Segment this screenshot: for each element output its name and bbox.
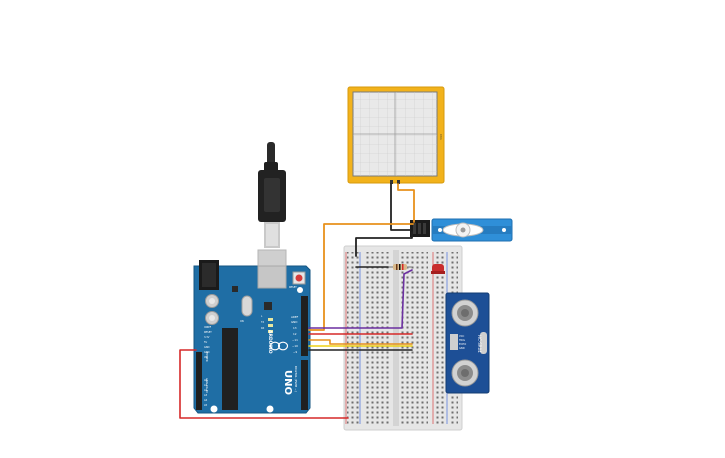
pin-label: 13: [293, 326, 297, 330]
analog-pin-label: A1: [204, 384, 208, 387]
reset-label: RESET: [289, 286, 297, 289]
sensor-pin-label: GND: [459, 346, 465, 350]
power-pin-label: Vin: [204, 356, 208, 359]
analog-pin-label: A3: [204, 394, 208, 397]
usb-port: [257, 265, 287, 289]
arduino-logo: [269, 341, 289, 351]
oscilloscope-label: Ch1: [439, 134, 443, 140]
wire-orange[interactable]: [308, 339, 413, 345]
resistor[interactable]: [388, 264, 412, 270]
arduino-uno-board[interactable]: UNO ARDUINO DIGITAL (PWM ~) POWER ANALOG…: [193, 260, 311, 414]
analog-pin-label: A4: [204, 399, 208, 402]
crystal: [241, 295, 253, 317]
power-pin-label: 5V: [204, 341, 208, 344]
digital-header-upper: [301, 296, 308, 356]
l-led-label: L: [261, 315, 263, 318]
gnd-pin-label: GND: [291, 320, 297, 324]
power-pin-label: 3.3V: [204, 336, 210, 339]
digital-header-lower: [301, 360, 308, 410]
pin-label: 12: [293, 332, 297, 336]
sensor-pin-label: ECHO: [459, 342, 466, 346]
power-pin-label: GND: [204, 351, 210, 354]
sensor-pin-header: [450, 334, 458, 350]
sensor-pin-label: VCC: [459, 334, 464, 338]
wire-black[interactable]: [355, 231, 413, 257]
power-analog-header: [196, 352, 202, 410]
power-pin-label: GND: [204, 346, 210, 349]
analog-pin-label: A5: [204, 404, 208, 407]
wires: [179, 183, 415, 419]
analog-label: ANALOG IN: [205, 378, 209, 392]
servo-motor[interactable]: [410, 218, 513, 242]
pin-label: ~9: [293, 350, 297, 354]
sensor-pin-label: TRIG: [459, 338, 465, 342]
wire-black[interactable]: [390, 183, 411, 231]
ultrasonic-sensor[interactable]: HC-SR04 VCC TRIG ECHO GND: [445, 292, 490, 394]
wire-orange[interactable]: [308, 223, 414, 331]
power-pin-label: IOREF: [204, 326, 212, 329]
power-label: POWER: [205, 352, 209, 362]
sensor-crystal: [480, 332, 487, 354]
wire-red[interactable]: [179, 349, 349, 419]
tx-led-label: TX: [261, 321, 264, 324]
breadboard[interactable]: [343, 245, 463, 431]
digital-label: DIGITAL (PWM ~): [294, 366, 298, 392]
scope-terminal-pos: [397, 180, 400, 184]
wire-purple[interactable]: [308, 269, 413, 329]
analog-pin-label: A2: [204, 389, 208, 392]
pin-label: ~10: [292, 344, 298, 348]
pin-label: ~11: [292, 338, 298, 342]
atmega-chip: [222, 328, 238, 410]
board-brand-text: ARDUINO: [267, 330, 273, 354]
red-led[interactable]: [431, 264, 445, 274]
rx-led-label: RX: [261, 327, 265, 330]
aref-pin-label: AREF: [291, 315, 299, 319]
oscilloscope[interactable]: Ch1: [347, 86, 445, 184]
power-pin-label: RESET: [204, 331, 212, 334]
scope-terminal-neg: [390, 180, 393, 184]
analog-pin-label: A0: [204, 379, 208, 382]
sensor-model-label: HC-SR04: [477, 335, 482, 353]
on-led-label: ON: [240, 320, 244, 323]
board-model-text: UNO: [282, 370, 293, 395]
wire-orange[interactable]: [397, 183, 415, 223]
